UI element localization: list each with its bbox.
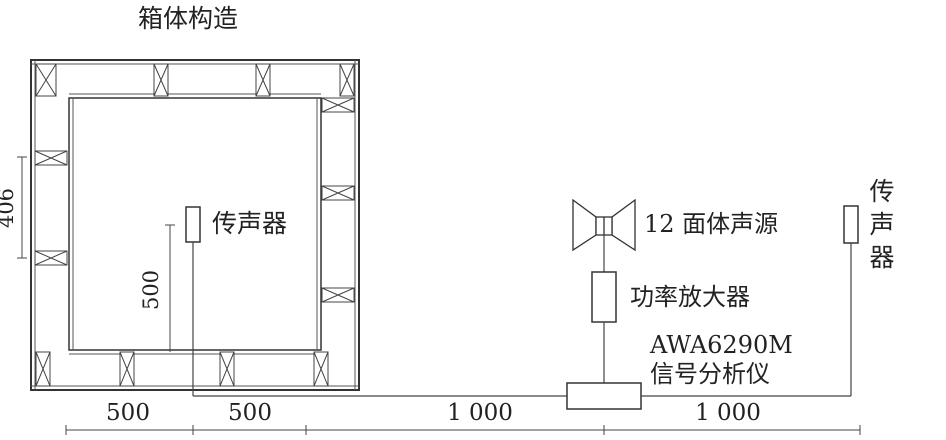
- analyzer-model-label: AWA6290M: [649, 331, 793, 359]
- microphone-inside-label: 传声器: [212, 209, 287, 238]
- microphone-inside: [185, 206, 201, 396]
- dimension-bottom-label-2: 500: [228, 400, 272, 426]
- dimension-bottom-label-4: 1 000: [695, 400, 761, 426]
- sound-source-label: 12 面体声源: [644, 210, 778, 238]
- signal-analyzer: [566, 382, 642, 410]
- speaker-icon: [572, 198, 636, 252]
- dimension-height-label: 500: [139, 270, 163, 310]
- dimension-side: 406: [0, 156, 27, 259]
- diagram-title: 箱体构造: [138, 4, 238, 33]
- microphone-outside-label-1: 传: [869, 177, 894, 206]
- power-amplifier-label: 功率放大器: [630, 283, 750, 311]
- analyzer-name-label: 信号分析仪: [650, 360, 770, 388]
- microphone-outside-label-3: 器: [869, 243, 894, 272]
- dimension-bottom-label-3: 1 000: [447, 400, 513, 426]
- box-structure: [30, 59, 360, 391]
- dimension-bottom: [65, 425, 861, 435]
- microphone-outside-label-2: 声: [869, 210, 894, 239]
- dimension-bottom-label-1: 500: [106, 400, 150, 426]
- microphone-outside: [843, 205, 859, 244]
- power-amplifier: [591, 271, 617, 323]
- dimension-height: 500: [139, 224, 175, 352]
- dimension-side-label: 406: [0, 188, 18, 228]
